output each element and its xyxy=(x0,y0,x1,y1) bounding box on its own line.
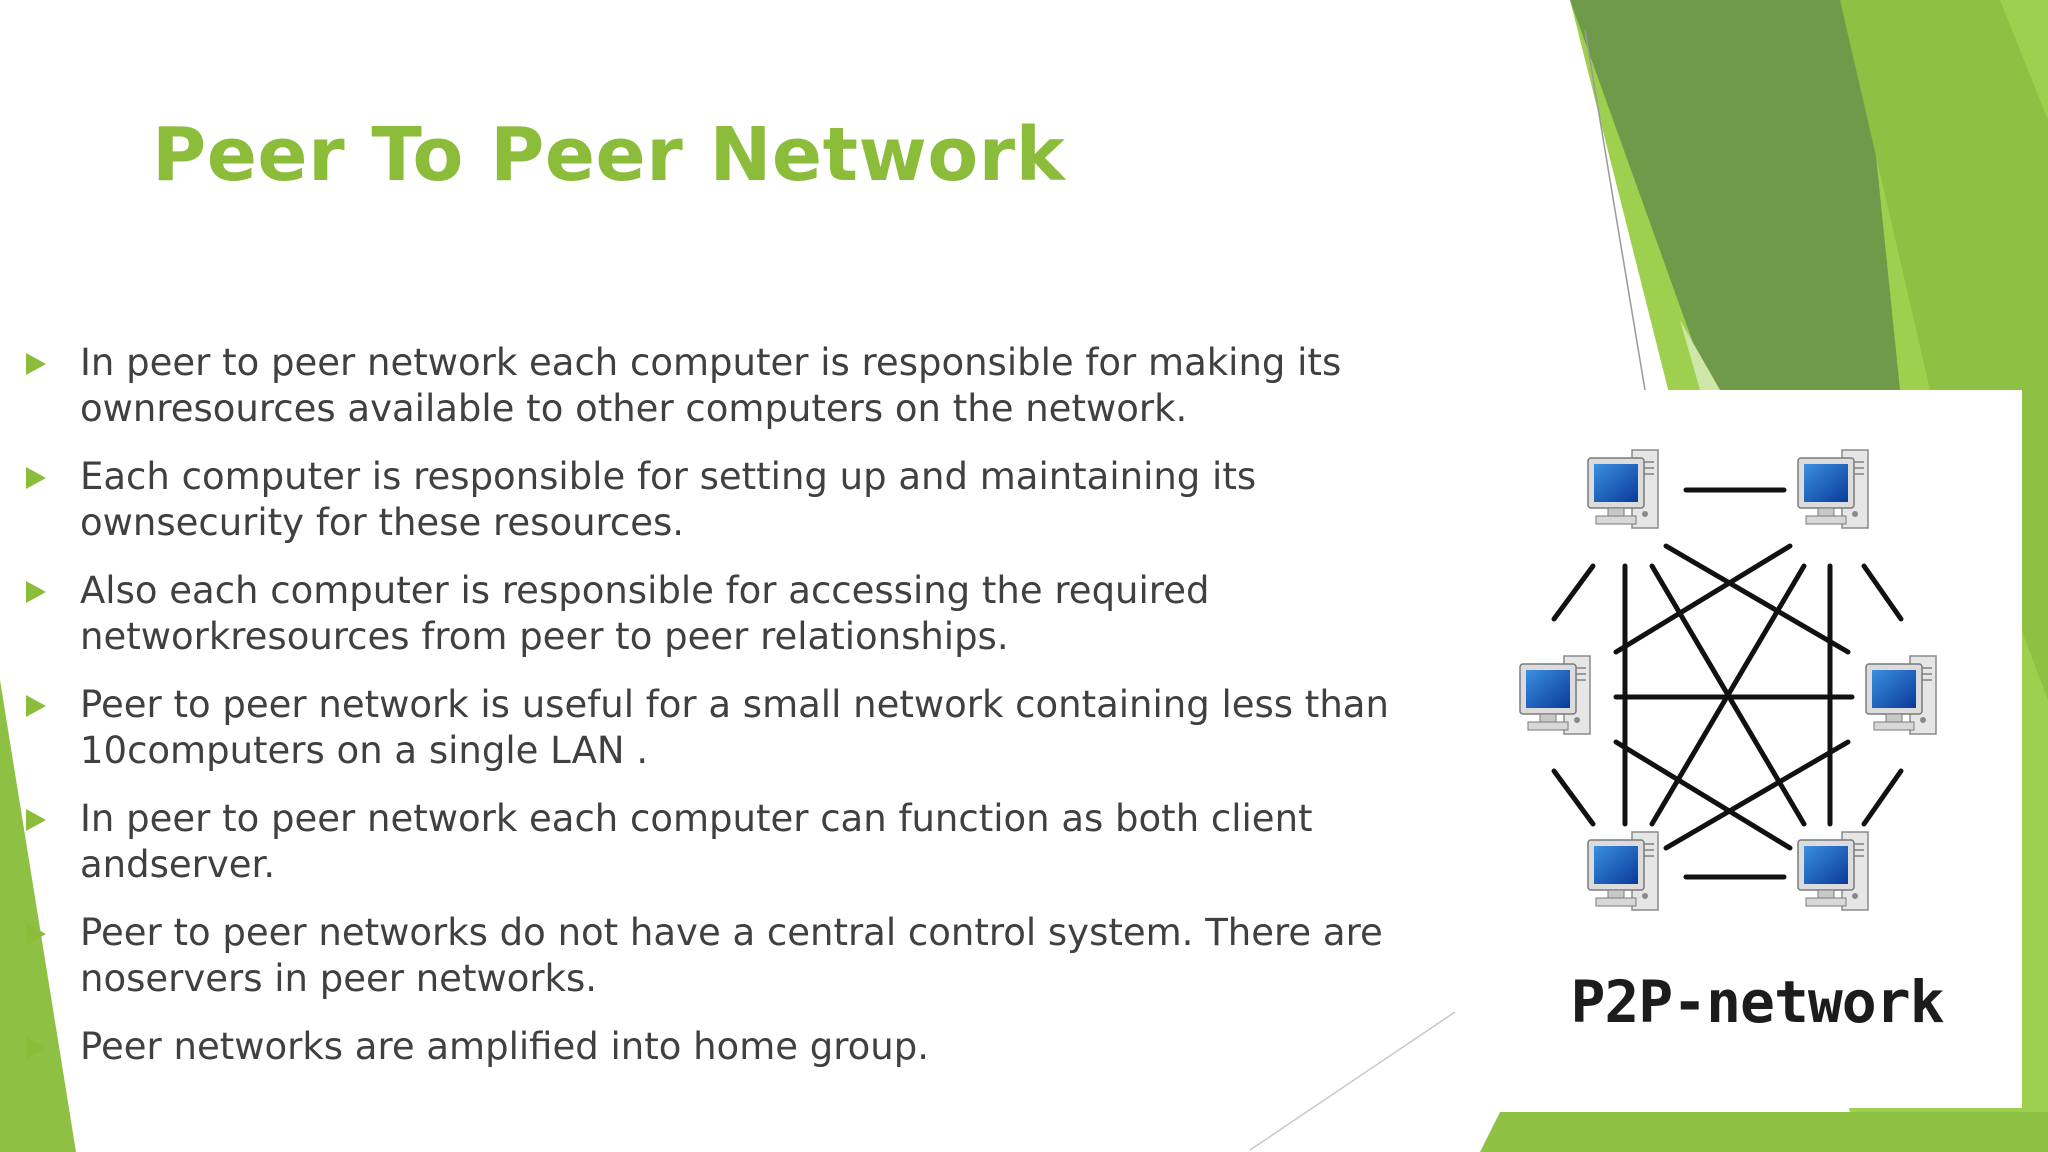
bullet-arrow-icon xyxy=(26,467,46,489)
bullet-arrow-icon xyxy=(26,923,46,945)
bullet-item: Peer to peer networks do not have a cent… xyxy=(0,910,1420,1002)
bullet-text: Each computer is responsible for setting… xyxy=(80,455,1257,544)
bullet-item: Each computer is responsible for setting… xyxy=(0,454,1420,546)
bullet-text: Peer to peer network is useful for a sma… xyxy=(80,683,1389,772)
bullet-arrow-icon xyxy=(26,809,46,831)
bullet-text: Peer networks are amplified into home gr… xyxy=(80,1025,929,1068)
computer-icon xyxy=(1587,449,1659,529)
bullet-arrow-icon xyxy=(26,1037,46,1059)
deco-line xyxy=(1584,29,1646,391)
bullet-text: Peer to peer networks do not have a cent… xyxy=(80,911,1383,1000)
bullet-item: Peer networks are amplified into home gr… xyxy=(0,1024,1420,1070)
network-links xyxy=(1551,487,1904,880)
bullet-item: In peer to peer network each computer is… xyxy=(0,340,1420,432)
bullet-item: In peer to peer network each computer ca… xyxy=(0,796,1420,888)
p2p-diagram-graphic xyxy=(1519,449,1937,911)
deco-line-bottom xyxy=(1249,1011,1456,1151)
bullet-text: Also each computer is responsible for ac… xyxy=(80,569,1210,658)
bullet-arrow-icon xyxy=(26,695,46,717)
bullet-item: Also each computer is responsible for ac… xyxy=(0,568,1420,660)
deco-shape-bottom xyxy=(1480,1112,2048,1152)
bullet-text: In peer to peer network each computer is… xyxy=(80,341,1342,430)
bullet-arrow-icon xyxy=(26,353,46,375)
bullet-arrow-icon xyxy=(26,581,46,603)
bullet-item: Peer to peer network is useful for a sma… xyxy=(0,682,1420,774)
deco-shape-dark xyxy=(1570,0,1900,390)
p2p-network-diagram: P2P-network xyxy=(1492,390,2022,1108)
bullet-list: In peer to peer network each computer is… xyxy=(0,340,1440,1092)
computer-icon xyxy=(1519,655,1591,735)
computer-icon xyxy=(1587,831,1659,911)
deco-shape-sliver xyxy=(1680,320,1720,390)
computer-icon xyxy=(1865,655,1937,735)
bullet-text: In peer to peer network each computer ca… xyxy=(80,797,1313,886)
diagram-caption: P2P-network xyxy=(1570,968,1944,1036)
computer-icon xyxy=(1797,449,1869,529)
deco-shape-left xyxy=(0,680,76,1152)
computer-icon xyxy=(1797,831,1869,911)
slide-title: Peer To Peer Network xyxy=(152,112,1066,198)
